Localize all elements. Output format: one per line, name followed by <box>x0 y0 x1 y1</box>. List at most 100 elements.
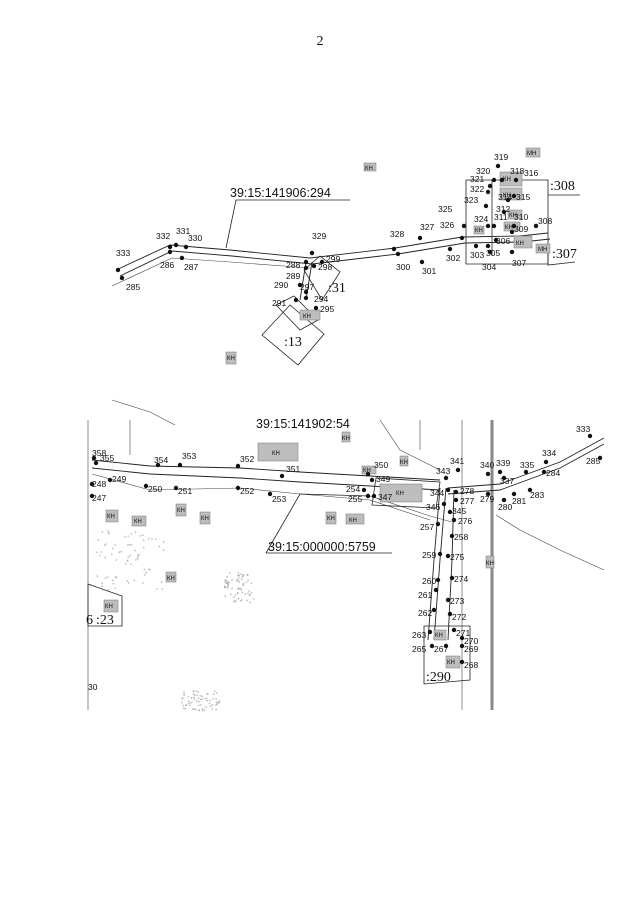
survey-point-label: 310 <box>514 212 528 222</box>
stipple-dot <box>183 694 185 696</box>
survey-point-marker <box>303 295 309 301</box>
building <box>363 162 377 172</box>
stipple-dot <box>130 563 132 565</box>
stipple-dot <box>137 556 139 558</box>
survey-point-marker <box>501 497 507 503</box>
survey-point-marker <box>449 575 455 581</box>
stipple-dot <box>101 531 104 533</box>
stipple-dot <box>198 709 201 712</box>
survey-point-marker <box>433 587 439 593</box>
survey-point-marker <box>391 246 397 252</box>
survey-point-label: 294 <box>314 294 328 304</box>
stipple-dot <box>96 575 98 577</box>
survey-point-label: 333 <box>116 248 130 258</box>
stipple-dot <box>212 698 214 700</box>
stipple-dot <box>114 576 117 578</box>
survey-point-marker <box>505 197 511 203</box>
stipple-dot <box>142 534 144 536</box>
survey-point-label: 290 <box>274 280 288 290</box>
building <box>513 235 533 249</box>
survey-point-label: 303 <box>470 250 484 260</box>
stipple-dot <box>127 556 129 558</box>
survey-point-label: 326 <box>440 220 454 230</box>
survey-point-label: 349 <box>376 474 390 484</box>
survey-point-label: 299 <box>326 254 340 264</box>
survey-point-marker <box>513 177 519 183</box>
survey-point-marker <box>485 471 491 477</box>
stipple-dot <box>231 579 233 581</box>
survey-point-label: 344 <box>430 488 444 498</box>
survey-point-label: 275 <box>450 552 464 562</box>
stipple-dot <box>218 700 220 702</box>
survey-point-marker <box>449 533 455 539</box>
stipple-dot <box>105 543 107 545</box>
survey-point-label: 249 <box>112 474 126 484</box>
stipple-area <box>96 530 255 712</box>
survey-point-marker <box>143 483 149 489</box>
stipple-dot <box>218 701 221 703</box>
survey-point-label: 320 <box>476 166 490 176</box>
stipple-dot <box>234 601 236 603</box>
survey-point-marker <box>459 235 465 241</box>
stipple-dot <box>137 558 139 560</box>
stipple-dot <box>143 546 145 549</box>
stipple-dot <box>114 587 117 589</box>
survey-point-marker <box>107 477 113 483</box>
survey-point-marker <box>497 469 503 475</box>
stipple-dot <box>248 590 250 592</box>
building <box>507 209 523 220</box>
building <box>379 483 423 503</box>
route-corridor <box>111 232 551 301</box>
survey-point-marker <box>447 509 453 515</box>
survey-point-label: 300 <box>396 262 410 272</box>
building <box>341 431 351 443</box>
plot-label: :307 <box>552 247 577 262</box>
stipple-dot <box>242 573 244 576</box>
survey-point-marker <box>115 267 121 273</box>
survey-point-marker <box>155 462 161 468</box>
stipple-dot <box>139 535 142 537</box>
survey-point-marker <box>491 177 497 183</box>
cadastral-label: 39:15:141906:294 <box>230 186 331 200</box>
survey-point-marker <box>89 481 95 487</box>
survey-point-label: 322 <box>470 184 484 194</box>
survey-point-label: 332 <box>156 231 170 241</box>
survey-point-label: 285 <box>586 456 600 466</box>
building-tag: МН <box>527 151 536 157</box>
stipple-dot <box>104 577 107 579</box>
stipple-dot <box>138 554 140 556</box>
stipple-dot <box>226 581 228 583</box>
survey-point-label: 309 <box>514 224 528 234</box>
plot-label: :13 <box>284 335 302 350</box>
survey-point-label: 297 <box>300 282 314 292</box>
buildings: КН МН КН КН КН МН КН КН КН КН КН <box>225 147 551 365</box>
survey-point-marker <box>509 249 515 255</box>
stipple-dot <box>240 573 242 575</box>
survey-point-label: 345 <box>452 506 466 516</box>
survey-point-marker <box>493 237 499 243</box>
edge-mark: 6 <box>86 613 93 628</box>
stipple-dot <box>192 693 195 695</box>
stipple-dot <box>191 697 193 699</box>
stipple-dot <box>97 539 100 541</box>
survey-point-label: 330 <box>188 233 202 243</box>
survey-point-label: 316 <box>524 168 538 178</box>
stipple-dot <box>104 556 106 559</box>
survey-point-label: 311 <box>494 212 508 222</box>
building-tag: КН <box>447 660 455 666</box>
stipple-dot <box>144 574 146 576</box>
survey-point-label: 252 <box>240 486 254 496</box>
stipple-dot <box>224 586 227 589</box>
survey-point-marker <box>441 501 447 507</box>
stipple-dot <box>148 537 150 540</box>
survey-point-label: 262 <box>418 608 432 618</box>
stipple-dot <box>225 579 228 582</box>
building-tag: КН <box>396 491 404 497</box>
stipple-dot <box>206 700 208 702</box>
stipple-dot <box>224 586 226 588</box>
survey-point-label: 284 <box>546 468 560 478</box>
survey-point-marker <box>543 459 549 465</box>
survey-point-marker <box>89 493 95 499</box>
survey-point-marker <box>451 627 457 633</box>
survey-point-label: 321 <box>470 174 484 184</box>
